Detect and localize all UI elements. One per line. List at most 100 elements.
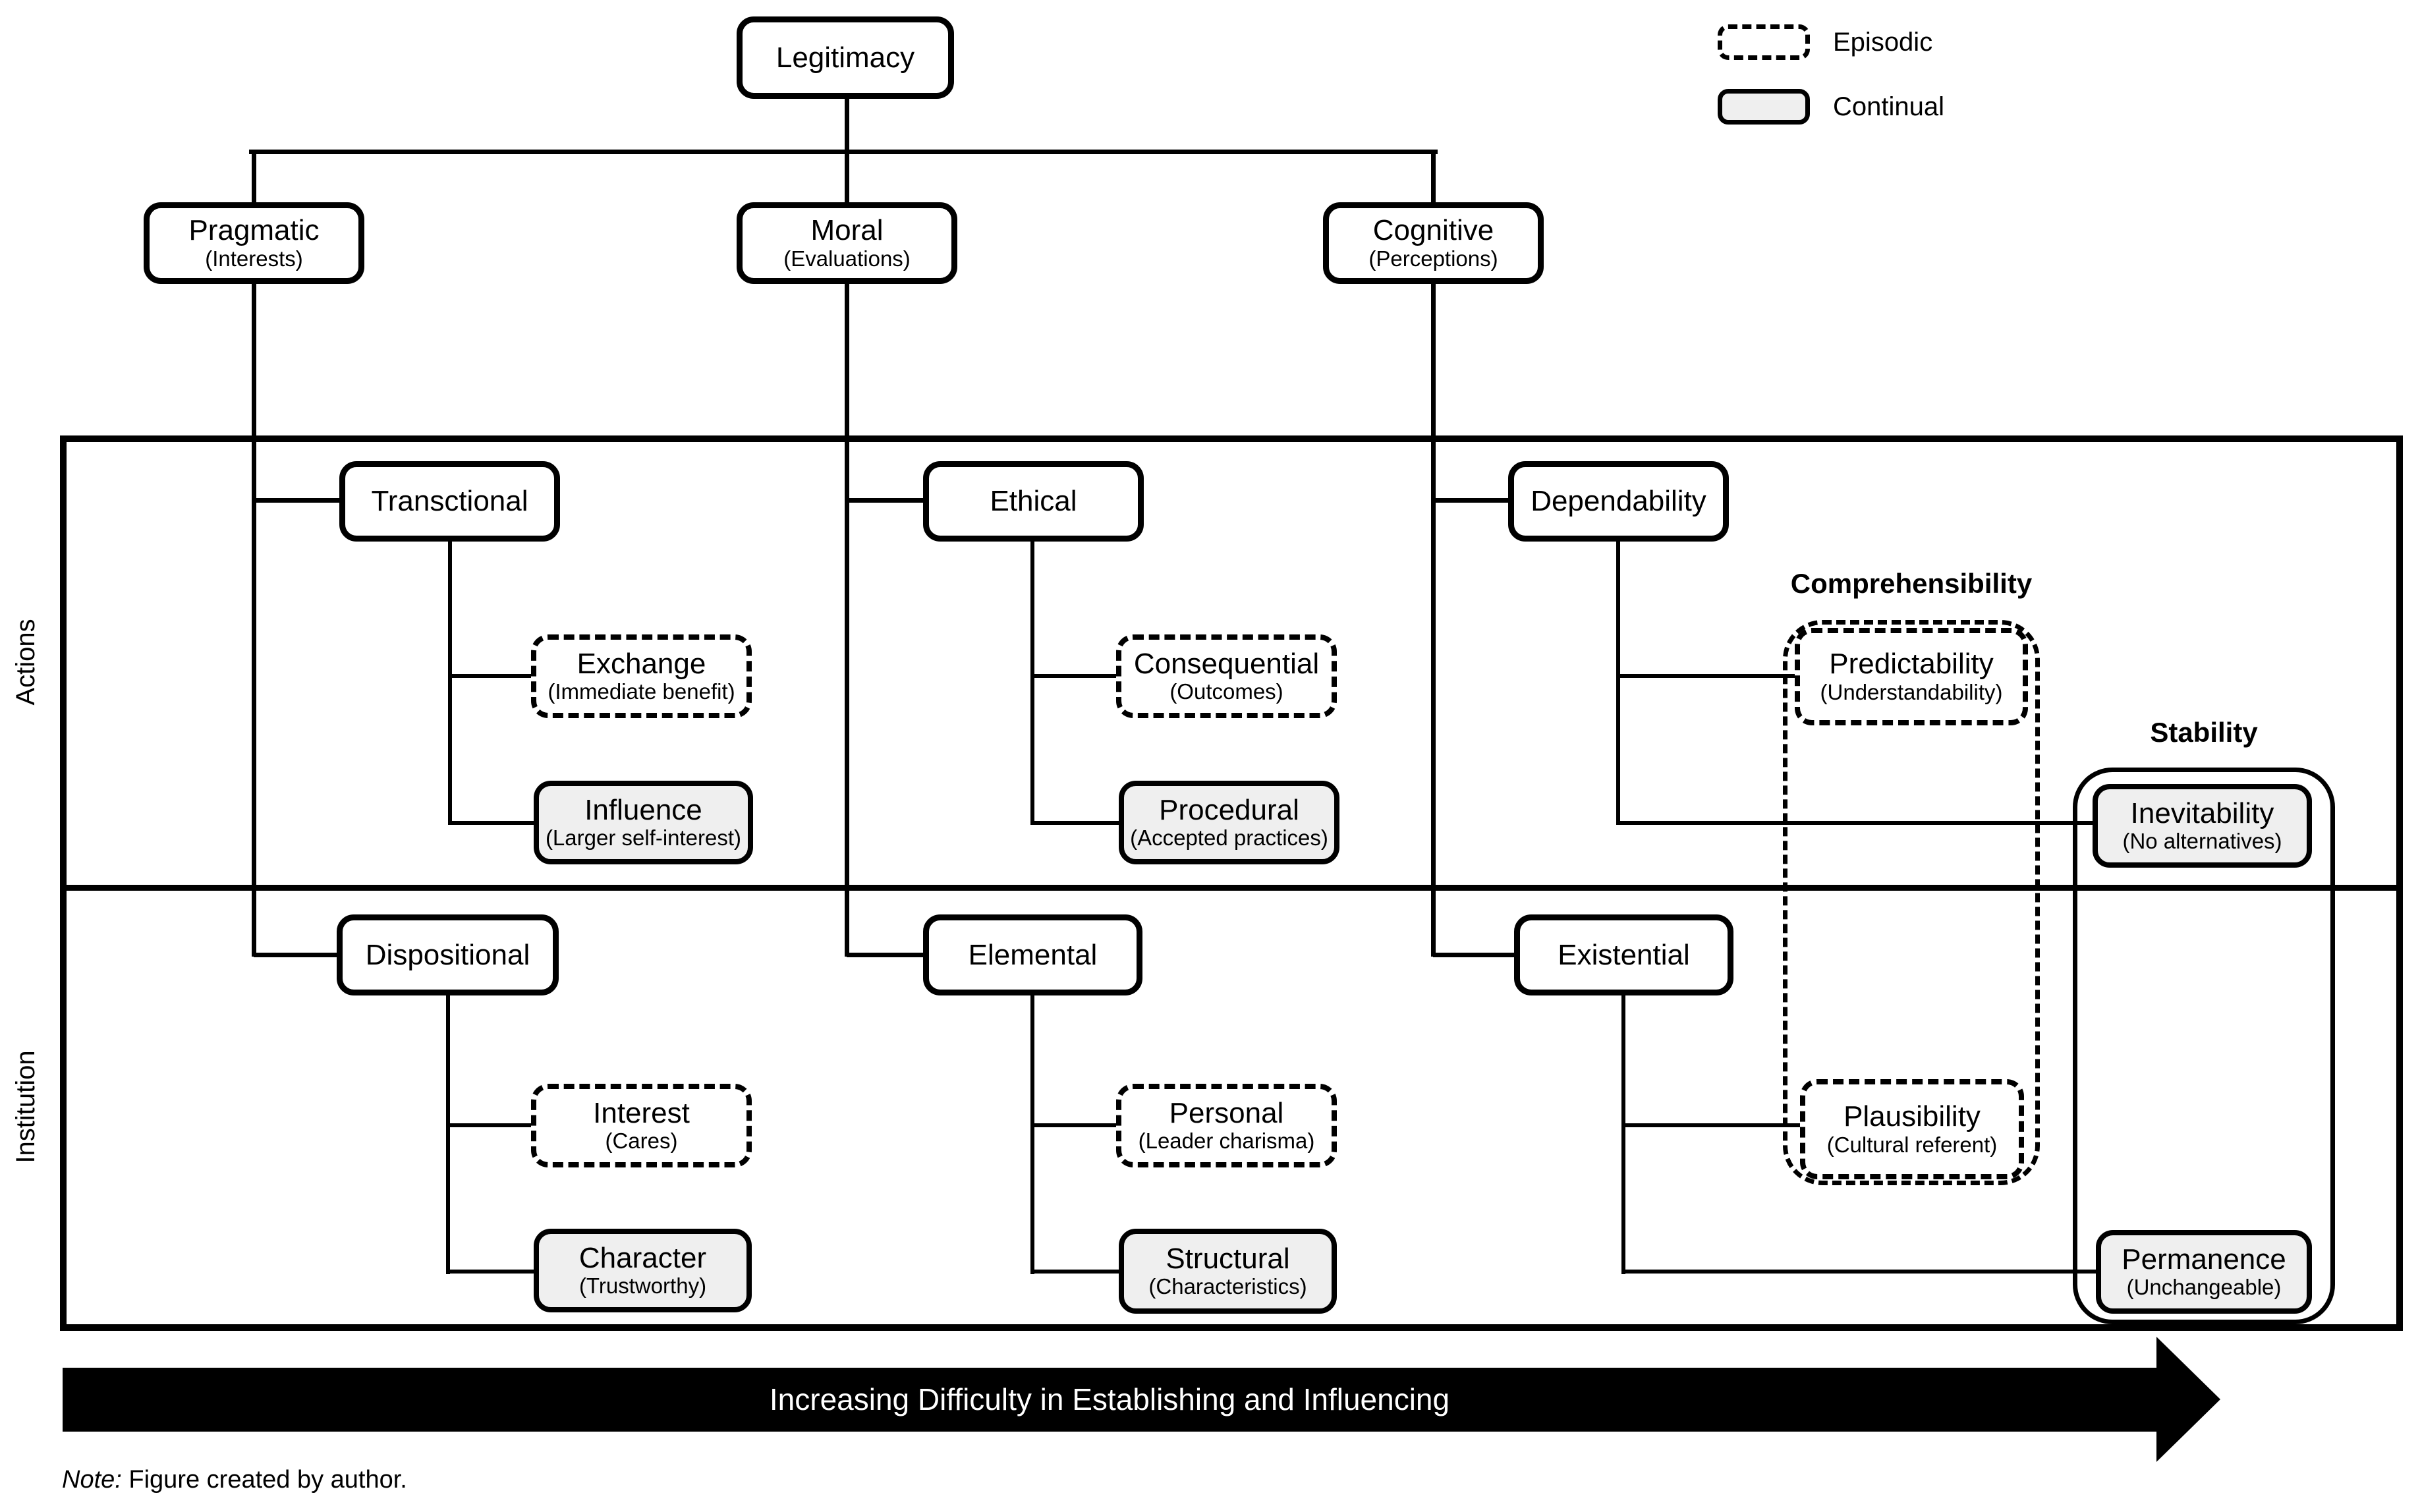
node-sublabel: (Trustworthy): [578, 1274, 707, 1299]
note-prefix: Note:: [62, 1466, 122, 1494]
node-label: Personal: [1169, 1096, 1284, 1129]
connector: [1431, 283, 1436, 957]
connector: [1618, 674, 1795, 678]
node-sublabel: (Accepted practices): [1130, 826, 1328, 851]
row-label-institution: Institution: [11, 1050, 40, 1163]
node-label: Predictability: [1829, 648, 1994, 681]
difficulty-arrow-bar: [63, 1368, 2156, 1432]
connector: [249, 150, 1438, 154]
connector: [1030, 542, 1034, 825]
node-moral: Moral (Evaluations): [737, 202, 957, 284]
node-label: Legitimacy: [775, 41, 915, 74]
node-label: Exchange: [577, 647, 706, 680]
node-label: Inevitability: [2130, 797, 2274, 829]
node-label: Influence: [584, 793, 702, 826]
node-consequential: Consequential (Outcomes): [1116, 634, 1337, 718]
node-label: Procedural: [1159, 793, 1299, 826]
node-exchange: Exchange (Immediate benefit): [531, 634, 752, 718]
node-label: Moral: [810, 214, 884, 247]
difficulty-arrow-label: Increasing Difficulty in Establishing an…: [769, 1382, 1450, 1416]
connector: [448, 542, 452, 825]
node-label: Dispositional: [365, 938, 530, 971]
figure-note: Note: Figure created by author.: [62, 1466, 407, 1494]
connector: [1433, 953, 1517, 957]
node-interest: Interest (Cares): [531, 1084, 752, 1167]
node-sublabel: (Leader charisma): [1138, 1129, 1315, 1154]
legend-continual-label: Continual: [1833, 92, 1945, 121]
node-label: Character: [578, 1241, 707, 1274]
legend-episodic-swatch-icon: [1718, 24, 1810, 60]
node-influence: Influence (Larger self-interest): [534, 781, 753, 864]
node-legitimacy: Legitimacy: [737, 16, 954, 99]
node-sublabel: (Immediate benefit): [548, 679, 735, 704]
node-permanence: Permanence (Unchangeable): [2096, 1230, 2312, 1314]
node-plausibility: Plausibility (Cultural referent): [1800, 1079, 2024, 1179]
node-sublabel: (Characteristics): [1148, 1274, 1307, 1299]
node-label: Permanence: [2122, 1243, 2286, 1275]
node-sublabel: (No alternatives): [2122, 829, 2282, 854]
node-transactional: Transctional: [339, 461, 560, 542]
node-ethical: Ethical: [923, 461, 1144, 542]
node-sublabel: (Larger self-interest): [545, 826, 742, 851]
node-label: Dependability: [1531, 485, 1706, 518]
node-sublabel: (Perceptions): [1368, 246, 1498, 271]
connector: [847, 953, 926, 957]
group-label-stability: Stability: [2150, 717, 2258, 748]
connector: [847, 498, 926, 503]
connector: [254, 498, 341, 503]
node-sublabel: (Cares): [605, 1129, 678, 1154]
connector: [1030, 994, 1034, 1274]
connector: [1433, 498, 1511, 503]
node-label: Ethical: [990, 485, 1077, 518]
connector: [1032, 674, 1116, 678]
connector: [845, 99, 849, 154]
legend-episodic-label: Episodic: [1833, 28, 1933, 57]
difficulty-arrow-head-icon: [2156, 1337, 2220, 1462]
connector: [1032, 1123, 1116, 1127]
node-dependability: Dependability: [1508, 461, 1729, 542]
connector: [448, 1123, 531, 1127]
connector: [1431, 150, 1436, 206]
node-existential: Existential: [1514, 914, 1733, 995]
row-label-actions: Actions: [11, 619, 40, 706]
node-label: Pragmatic: [188, 214, 320, 247]
node-label: Structural: [1166, 1242, 1290, 1275]
connector: [450, 674, 531, 678]
node-label: Cognitive: [1372, 214, 1494, 247]
node-procedural: Procedural (Accepted practices): [1119, 781, 1339, 864]
node-label: Consequential: [1133, 647, 1320, 680]
node-sublabel: (Cultural referent): [1826, 1132, 1998, 1157]
node-label: Transctional: [371, 485, 528, 518]
connector: [845, 283, 849, 957]
node-structural: Structural (Characteristics): [1119, 1229, 1337, 1314]
connector: [252, 283, 256, 957]
connector: [1621, 994, 1625, 1274]
node-label: Plausibility: [1843, 1100, 1981, 1133]
node-label: Elemental: [968, 938, 1098, 971]
group-label-comprehensibility: Comprehensibility: [1790, 568, 2033, 599]
legend-continual-swatch-icon: [1718, 89, 1810, 125]
connector: [1623, 1270, 2096, 1274]
connector: [1032, 1270, 1119, 1274]
node-pragmatic: Pragmatic (Interests): [144, 202, 364, 284]
node-label: Interest: [593, 1096, 690, 1129]
connector: [254, 953, 339, 957]
note-text: Figure created by author.: [128, 1466, 407, 1494]
connector: [252, 150, 256, 206]
matrix-row-divider: [60, 885, 2403, 891]
node-label: Existential: [1558, 938, 1690, 971]
group-stability: [2073, 768, 2335, 1324]
matrix-frame: [60, 435, 2403, 1331]
node-sublabel: (Understandability): [1820, 679, 2003, 704]
node-character: Character (Trustworthy): [534, 1229, 752, 1312]
connector: [1623, 1123, 1800, 1127]
group-comprehensibility: [1783, 620, 2040, 1185]
connector: [1032, 821, 1119, 825]
node-inevitability: Inevitability (No alternatives): [2093, 784, 2312, 868]
node-personal: Personal (Leader charisma): [1116, 1084, 1337, 1167]
node-dispositional: Dispositional: [337, 914, 559, 995]
node-sublabel: (Unchangeable): [2126, 1275, 2282, 1300]
node-cognitive: Cognitive (Perceptions): [1323, 202, 1544, 284]
node-sublabel: (Outcomes): [1169, 679, 1283, 704]
